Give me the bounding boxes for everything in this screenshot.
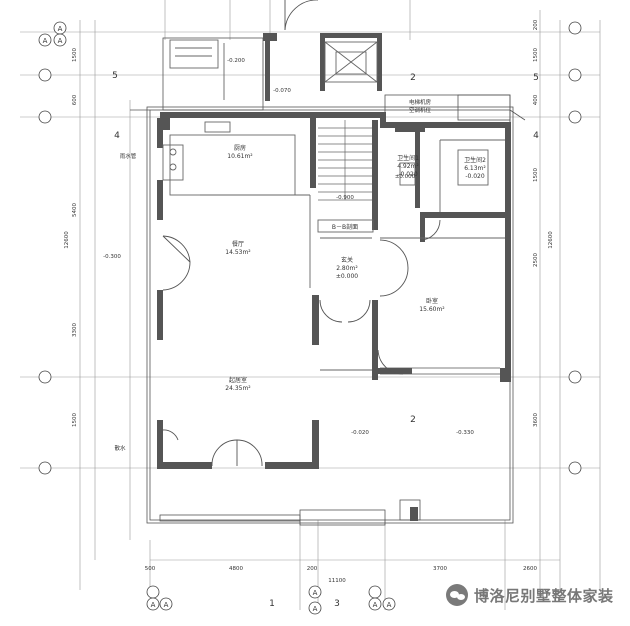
living-name: 起居室 — [229, 376, 247, 384]
building-outline — [130, 37, 526, 526]
dim-bottom-overall: 11100 — [328, 578, 346, 584]
pipe-note: 空调机位 — [409, 106, 432, 114]
bath2-name: 卫生间2 — [464, 156, 486, 164]
dim-bottom-e: 500 — [145, 566, 156, 572]
dim-bottom-d: 2600 — [523, 566, 537, 572]
axis-5: 5 — [112, 71, 118, 81]
level-right: -0.900 — [336, 195, 354, 201]
foyer-level: ±0.000 — [336, 273, 358, 280]
dim-left-e: 1500 — [72, 413, 78, 427]
grid-markers — [38, 21, 582, 615]
interior-details — [162, 39, 505, 371]
bath1-name: 卫生间1 — [397, 154, 419, 162]
dim-left-d: 600 — [72, 94, 78, 105]
dim-right-a: 1500 — [533, 48, 539, 62]
dining-name: 餐厅 — [232, 240, 244, 248]
level-top-mid: -0.070 — [273, 88, 291, 94]
foyer-name: 玄关 — [341, 256, 353, 264]
level-labels: -0.300 -0.020 -0.330 -0.200 -0.070 ±0.00… — [103, 58, 474, 452]
grid-mark: A — [313, 589, 318, 597]
dim-left-b: 5400 — [72, 203, 78, 217]
axis-2: 2 — [410, 415, 416, 425]
dim-right-e: 3600 — [533, 413, 539, 427]
bath2-level: -0.020 — [465, 173, 485, 180]
dim-right-overall: 12600 — [548, 231, 554, 249]
dim-right-d: 2500 — [533, 253, 539, 267]
left-dimensions: 12600 1500 5400 3300 600 1500 — [64, 48, 78, 427]
stair-section-label: B－B剖面 — [332, 223, 358, 231]
dim-bottom-b: 200 — [307, 566, 318, 572]
grid-mark: A — [387, 601, 392, 609]
bottom-dimensions: 11100 4800 200 3700 2600 500 — [145, 566, 538, 584]
grid-mark: A — [373, 601, 378, 609]
grid-mark: A — [58, 25, 63, 33]
axis-4-right: 4 — [533, 131, 539, 141]
level-outside-left: -0.300 — [103, 254, 121, 260]
axis-2-top: 2 — [410, 73, 416, 83]
dim-right-b: 400 — [533, 94, 539, 105]
drain-note: 雨水管 — [120, 152, 137, 160]
axis-4: 4 — [114, 131, 120, 141]
grid-mark: A — [58, 37, 63, 45]
axis-5-right: 5 — [533, 73, 539, 83]
bath1-area: 4.92m² — [397, 163, 419, 170]
level-terrace: -0.330 — [456, 430, 474, 436]
axis-letters: A A A A A A A A A — [43, 25, 392, 613]
dim-left-overall: 12600 — [64, 231, 70, 249]
dim-right-f: 200 — [533, 19, 539, 30]
thick-walls — [157, 33, 511, 521]
living-area: 24.35m² — [225, 385, 251, 392]
kitchen-name: 厨房 — [234, 144, 246, 152]
foyer-area: 2.80m² — [336, 265, 358, 272]
watermark-text: 博洛尼别墅整体家装 — [474, 586, 614, 605]
kitchen-area: 10.61m² — [227, 153, 253, 160]
grid-mark: A — [151, 601, 156, 609]
level-corridor: -0.020 — [351, 430, 369, 436]
dim-right-c: 1500 — [533, 168, 539, 182]
dim-bottom-c: 3700 — [433, 566, 447, 572]
axis-numbers: 1 2 2 3 4 4 5 5 — [112, 71, 539, 609]
dining-area: 14.53m² — [225, 249, 251, 256]
dim-left-c: 3300 — [72, 323, 78, 337]
grid-mark: A — [43, 37, 48, 45]
dim-bottom-a: 4800 — [229, 566, 243, 572]
stair-treads — [318, 120, 372, 201]
watermark: 博洛尼别墅整体家装 — [446, 584, 614, 606]
bath2-area: 6.13m² — [464, 165, 486, 172]
dim-left-a: 1500 — [72, 48, 78, 62]
axis-3: 3 — [334, 599, 340, 609]
grid-mark: A — [313, 605, 318, 613]
wechat-icon — [446, 584, 468, 606]
room-labels: 厨房 10.61m² 餐厅 14.53m² 起居室 24.35m² 玄关 2.8… — [225, 144, 486, 392]
door-swings — [162, 0, 441, 467]
lift-note: 电梯机房 — [409, 98, 432, 106]
bedroom-name: 卧室 — [426, 297, 438, 305]
level-top-left: -0.200 — [227, 58, 245, 64]
right-dimensions: 12600 1500 400 1500 2500 3600 200 — [533, 19, 554, 427]
level-lift: ±0.000 — [395, 174, 416, 180]
ground-note: 散水 — [114, 444, 126, 452]
axis-1: 1 — [269, 599, 275, 609]
bedroom-area: 15.60m² — [419, 306, 445, 313]
bath1-level: -0.020 — [398, 171, 418, 178]
grid-mark: A — [164, 601, 169, 609]
